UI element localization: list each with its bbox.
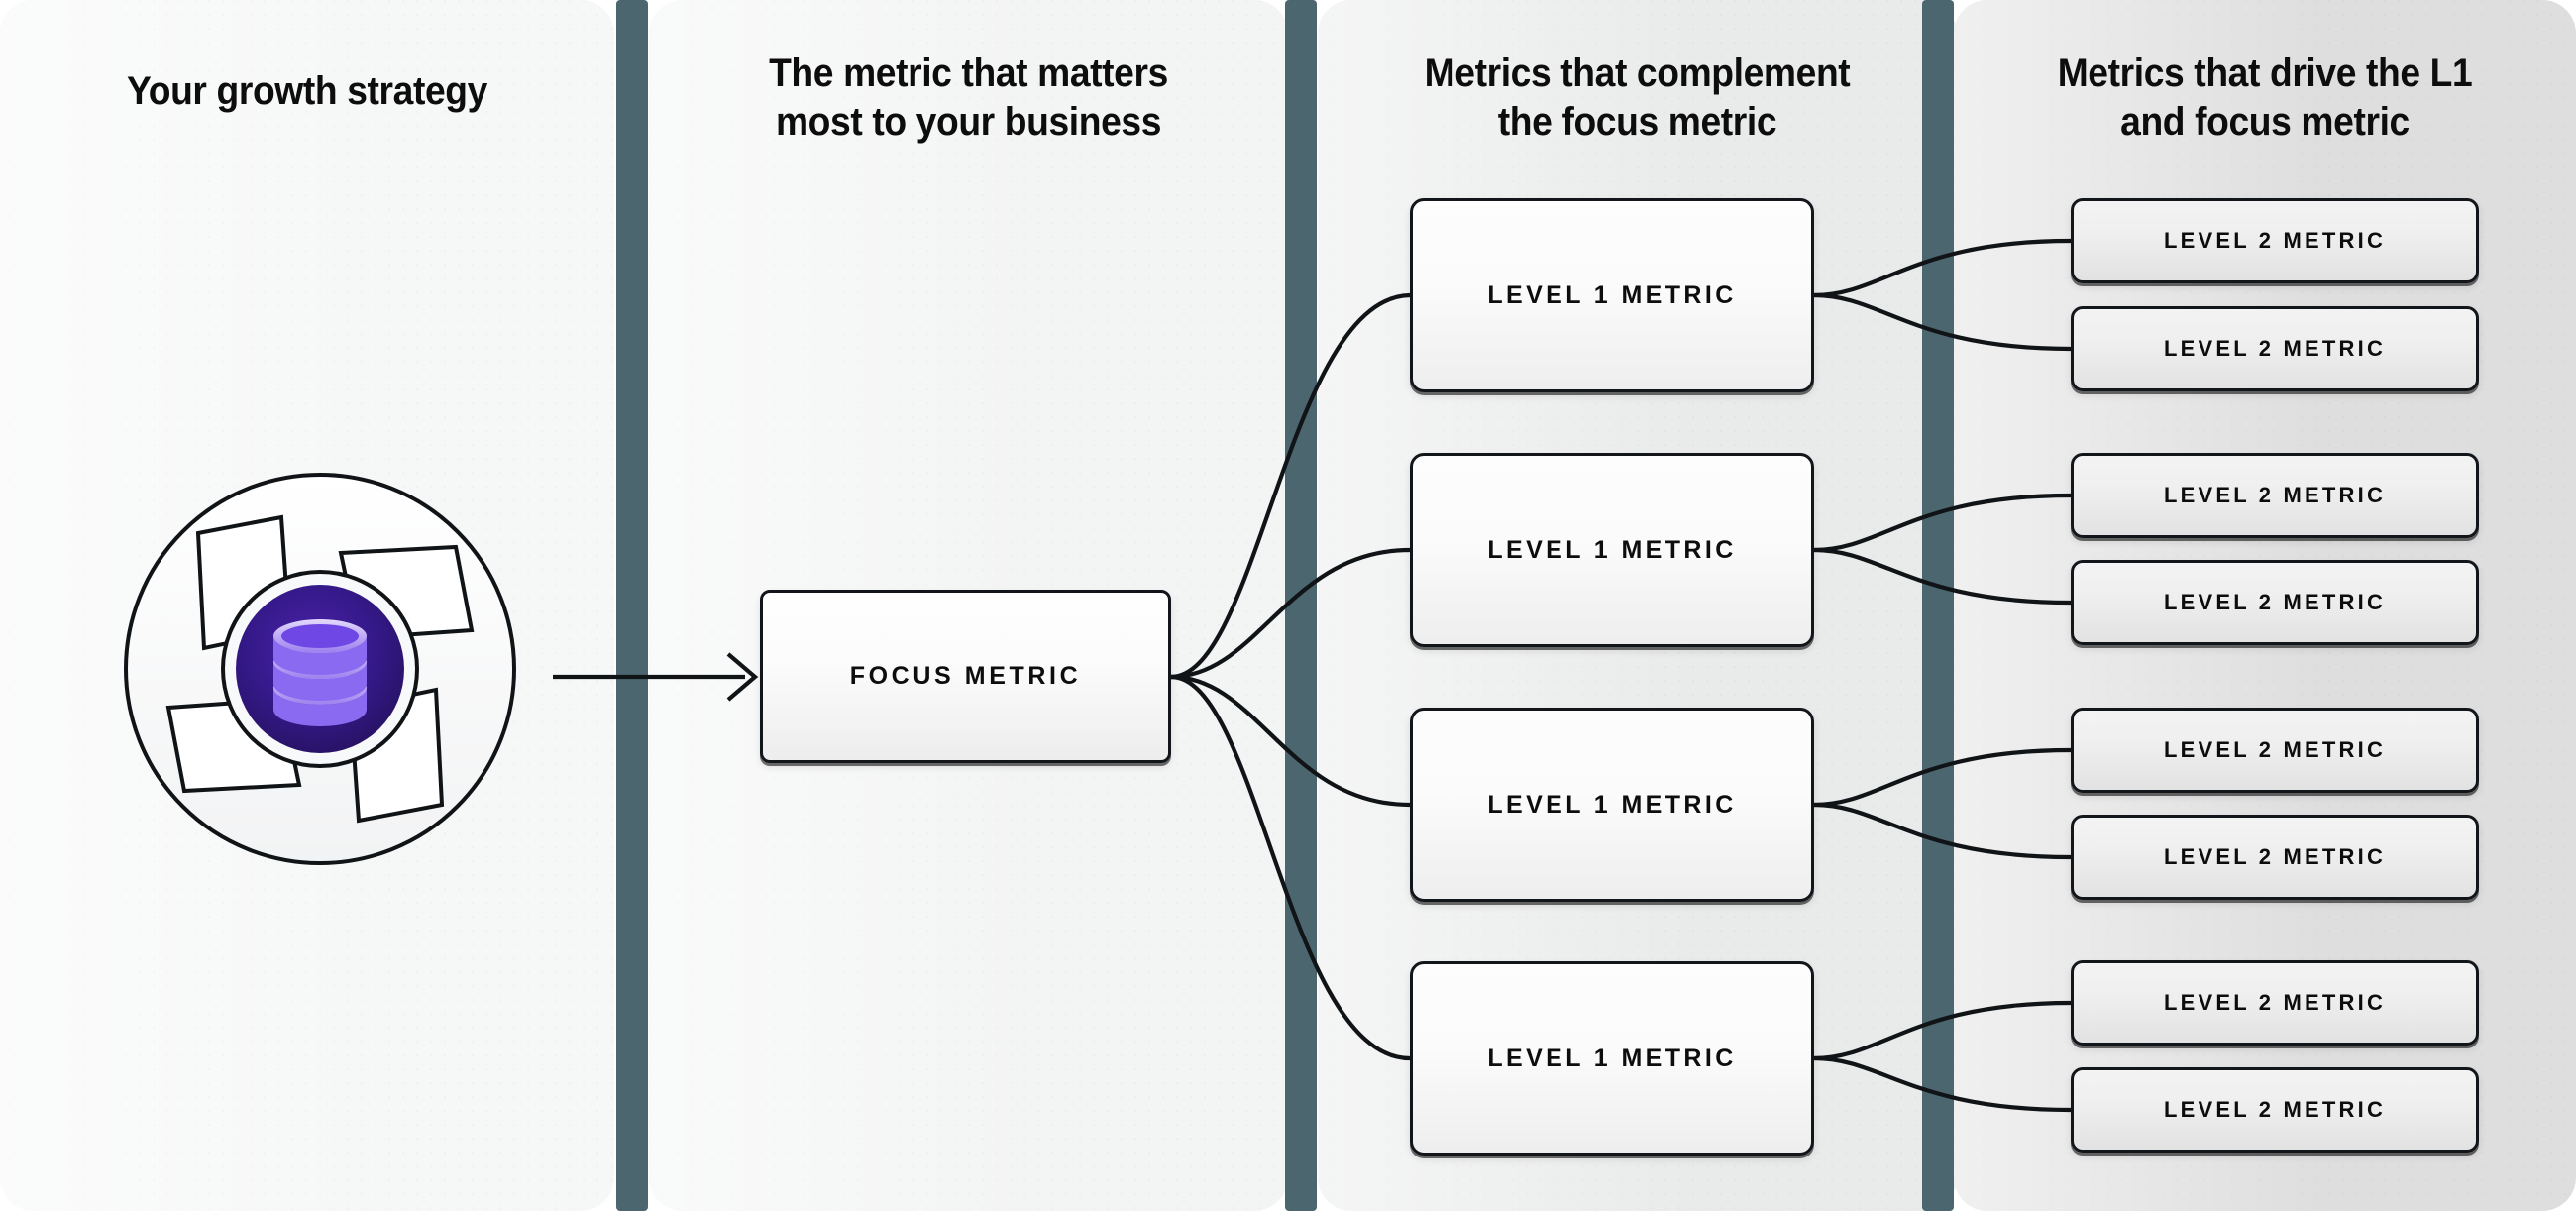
level2-metric-label: LEVEL 2 METRIC (2163, 737, 2387, 762)
column-heading-level2: Metrics that drive the L1 and focus metr… (2057, 52, 2473, 144)
level2-metric-node-1[interactable]: LEVEL 2 METRIC (2071, 198, 2479, 283)
level1-metric-label: LEVEL 1 METRIC (1487, 280, 1737, 309)
column-heading-focus: The metric that matters most to your bus… (769, 52, 1168, 144)
level2-metric-node-7[interactable]: LEVEL 2 METRIC (2071, 960, 2479, 1046)
column-divider-1 (616, 0, 648, 1211)
level2-metric-node-6[interactable]: LEVEL 2 METRIC (2071, 815, 2479, 900)
level2-metric-label: LEVEL 2 METRIC (2163, 990, 2387, 1015)
level2-metric-node-4[interactable]: LEVEL 2 METRIC (2071, 560, 2479, 645)
level1-metric-node-4[interactable]: LEVEL 1 METRIC (1410, 961, 1814, 1156)
level2-metric-label: LEVEL 2 METRIC (2163, 483, 2387, 507)
level2-metric-label: LEVEL 2 METRIC (2163, 228, 2387, 253)
level1-metric-node-3[interactable]: LEVEL 1 METRIC (1410, 708, 1814, 902)
level2-metric-label: LEVEL 2 METRIC (2163, 1097, 2387, 1122)
level2-metric-label: LEVEL 2 METRIC (2163, 336, 2387, 361)
database-strategy-emblem (124, 473, 516, 865)
column-divider-3 (1922, 0, 1954, 1211)
level1-metric-label: LEVEL 1 METRIC (1487, 790, 1737, 819)
level1-metric-label: LEVEL 1 METRIC (1487, 1044, 1737, 1072)
level2-metric-label: LEVEL 2 METRIC (2163, 844, 2387, 869)
level2-metric-node-2[interactable]: LEVEL 2 METRIC (2071, 306, 2479, 391)
column-heading-level1: Metrics that complement the focus metric (1424, 52, 1851, 144)
column-heading-strategy: Your growth strategy (127, 69, 487, 113)
level2-metric-node-3[interactable]: LEVEL 2 METRIC (2071, 453, 2479, 538)
level2-metric-label: LEVEL 2 METRIC (2163, 590, 2387, 614)
level1-metric-node-1[interactable]: LEVEL 1 METRIC (1410, 198, 1814, 392)
database-icon (273, 619, 367, 726)
column-divider-2 (1285, 0, 1317, 1211)
level1-metric-node-2[interactable]: LEVEL 1 METRIC (1410, 453, 1814, 647)
level2-metric-node-8[interactable]: LEVEL 2 METRIC (2071, 1067, 2479, 1153)
level1-metric-label: LEVEL 1 METRIC (1487, 535, 1737, 564)
focus-metric-label: FOCUS METRIC (849, 662, 1082, 690)
level2-metric-node-5[interactable]: LEVEL 2 METRIC (2071, 708, 2479, 793)
focus-metric-node[interactable]: FOCUS METRIC (760, 590, 1171, 763)
